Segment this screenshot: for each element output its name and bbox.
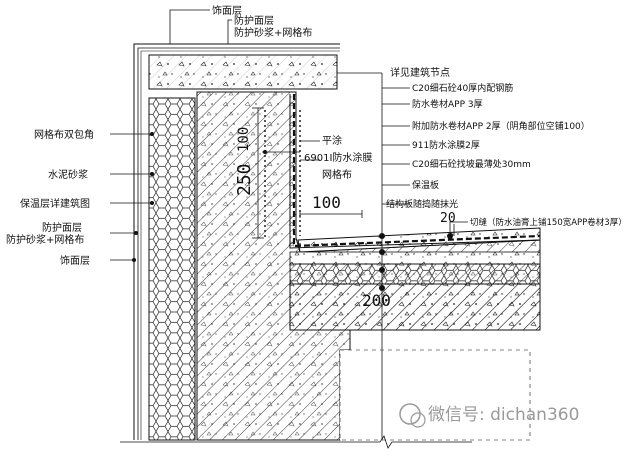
dim-20: 20 xyxy=(440,211,456,226)
roof-layers xyxy=(289,94,541,441)
label-structure-slab: 结构板随捣随抹光 xyxy=(386,198,458,210)
outer-finish-layers xyxy=(133,43,340,440)
break-line xyxy=(120,435,472,449)
label-membrane-6901: 6901I防水涂膜 xyxy=(304,151,372,164)
top-labels: 饰面层 防护面层 防护砂浆+网格布 xyxy=(212,4,312,39)
label-c20-slope: C20细石砼找坡最薄处30mm xyxy=(412,158,531,170)
dim-250: 250 xyxy=(234,163,255,196)
label-mesh-wrap: 网格布双包角 xyxy=(34,128,94,141)
watermark-text: 微信号: dichan360 xyxy=(428,405,579,425)
right-labels: 详见建筑节点 C20细石砼40厚内配钢筋 防水卷材APP 3厚 附加防水卷材AP… xyxy=(386,66,627,228)
dimension-lines xyxy=(252,107,455,239)
label-insulation-ref: 保温层详建筑图 xyxy=(20,197,90,210)
label-protect-mortar-mesh: 防护砂浆+网格布 xyxy=(6,233,84,246)
dimension-labels: 250 100 100 20 200 xyxy=(234,127,456,310)
label-protect-layer: 防护面层 xyxy=(42,221,82,234)
label-membrane-911: 911防水涂膜2厚 xyxy=(412,139,480,151)
leader-dots xyxy=(132,132,453,291)
dim-100-vertical: 100 xyxy=(236,127,252,152)
label-app-3: 防水卷材APP 3厚 xyxy=(412,98,483,110)
watermark: 微信号: dichan360 xyxy=(399,403,579,428)
leader-lines xyxy=(110,9,468,440)
label-protect-top: 防护面层 xyxy=(234,14,274,27)
label-mortar-mesh-top: 防护砂浆+网格布 xyxy=(234,26,312,39)
label-cut-joint: 切缝（防水油膏上铺150宽APP卷材3厚） xyxy=(470,217,627,228)
label-cement-mortar: 水泥砂浆 xyxy=(48,168,88,181)
left-labels: 网格布双包角 水泥砂浆 保温层详建筑图 防护面层 防护砂浆+网格布 饰面层 xyxy=(6,128,94,267)
label-flat-coat: 平涂 xyxy=(322,134,342,147)
label-finish-top: 饰面层 xyxy=(212,4,242,17)
label-app-2: 附加防水卷材APP 2厚（阴角部位空铺100） xyxy=(412,120,590,132)
insulation-column xyxy=(148,97,196,441)
label-finish-layer: 饰面层 xyxy=(60,254,90,267)
label-mesh: 网格布 xyxy=(322,168,352,181)
dim-200: 200 xyxy=(362,291,391,310)
dim-100-horizontal: 100 xyxy=(312,193,341,212)
label-see-node: 详见建筑节点 xyxy=(390,66,450,79)
wechat-icon xyxy=(399,403,421,425)
label-insulation-board: 保温板 xyxy=(412,179,439,191)
mid-labels: 平涂 6901I防水涂膜 网格布 xyxy=(304,134,372,181)
label-c20-top: C20细石砼40厚内配钢筋 xyxy=(412,82,513,94)
